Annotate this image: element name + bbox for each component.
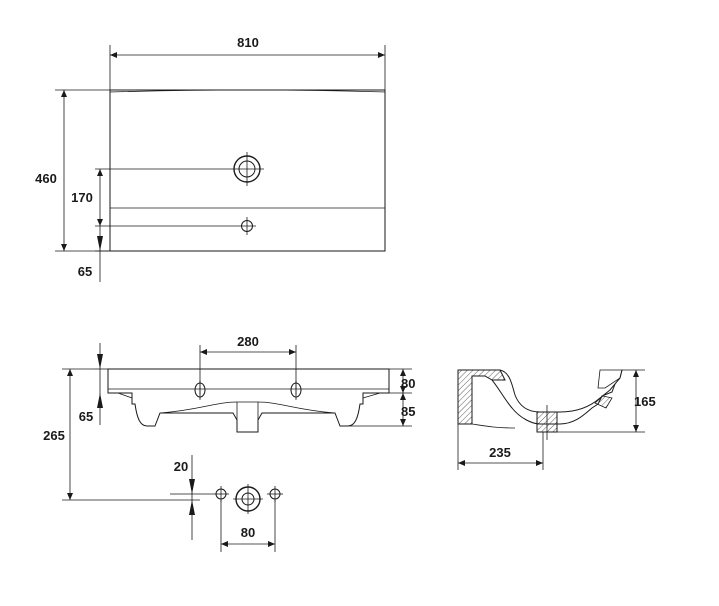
section-wall-hatched <box>457 369 506 425</box>
dim-label-85: 85 <box>401 404 415 419</box>
dim-label-165: 165 <box>634 394 656 409</box>
section-view: 165 235 <box>457 369 656 470</box>
front-view-outline <box>107 368 390 433</box>
top-view-outline <box>109 89 386 252</box>
dim-label-265: 265 <box>43 428 65 443</box>
dim-label-65-top: 65 <box>78 264 92 279</box>
dim-label-280: 280 <box>237 334 259 349</box>
detail-tap-holes <box>213 484 283 514</box>
dim-label-80-bottom: 80 <box>241 525 255 540</box>
detail-hole-center-icon <box>233 484 263 514</box>
front-view: 280 80 85 65 265 <box>43 334 415 552</box>
dim-label-80: 80 <box>401 376 415 391</box>
detail-hole-left-icon <box>213 486 229 502</box>
tap-hole-icon <box>230 152 264 186</box>
dim-label-460: 460 <box>35 171 57 186</box>
dim-label-65-front: 65 <box>79 409 93 424</box>
section-bowl-outer <box>458 369 623 413</box>
top-view-edge-curve <box>109 89 386 93</box>
dim-label-235: 235 <box>489 445 511 460</box>
top-view: 810 460 170 65 <box>35 35 386 282</box>
detail-hole-right-icon <box>267 486 283 502</box>
dim-label-810: 810 <box>237 35 259 50</box>
overflow-hole-icon <box>238 217 256 235</box>
dim-label-20: 20 <box>174 459 188 474</box>
dim-label-170: 170 <box>71 190 93 205</box>
section-bowl-inner <box>491 379 616 425</box>
